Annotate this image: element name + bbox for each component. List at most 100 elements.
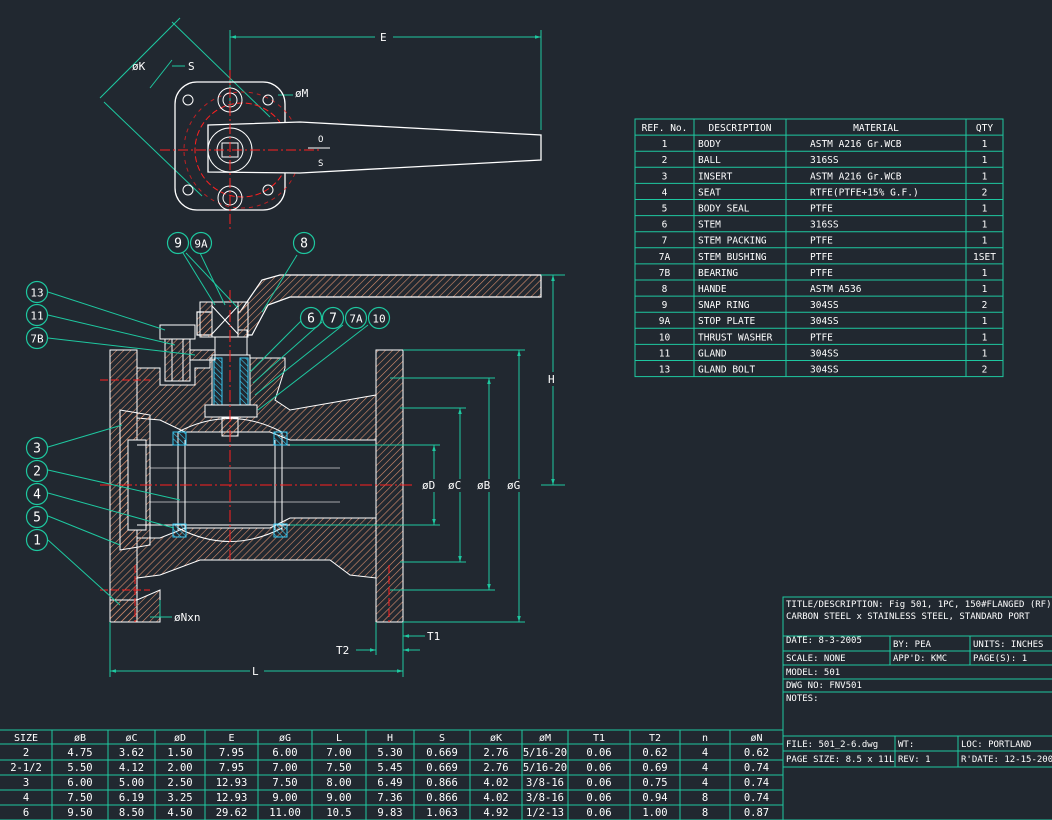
- parts-cell: 11: [659, 348, 671, 359]
- balloon-label: 7A: [349, 313, 363, 326]
- dim-cell: 1/2-13: [526, 807, 564, 819]
- balloon-label: 10: [372, 313, 385, 326]
- title-loc: LOC: PORTLAND: [961, 740, 1031, 750]
- dim-header-cell: E: [228, 733, 234, 744]
- parts-cell: GLAND: [698, 348, 727, 359]
- dim-cell: 0.669: [426, 762, 458, 774]
- parts-cell: ASTM A536: [810, 284, 862, 295]
- dim-header-cell: n: [702, 733, 708, 744]
- dim-cell: 2.50: [167, 777, 192, 789]
- dim-header-cell: øB: [74, 733, 86, 744]
- balloon-1: 1: [25, 528, 49, 552]
- dim-cell: 0.06: [586, 747, 611, 759]
- dim-cell: 3/8-16: [526, 777, 564, 789]
- balloon-label: 7B: [30, 333, 44, 346]
- title-appd: APP'D: KMC: [893, 654, 947, 664]
- dim-cell: 0.74: [744, 792, 769, 804]
- dim-cell: 3.62: [119, 747, 144, 759]
- dim-cell: 3.25: [167, 792, 192, 804]
- parts-cell: 304SS: [810, 300, 839, 311]
- balloon-label: 6: [307, 312, 315, 327]
- dim-label-g: øG: [507, 479, 520, 492]
- balloon-label: 9A: [194, 238, 208, 251]
- balloon-label: 3: [33, 442, 41, 457]
- parts-cell: ASTM A216 Gr.WCB: [810, 139, 902, 150]
- parts-cell: 304SS: [810, 316, 839, 327]
- balloon-label: 4: [33, 488, 41, 503]
- dim-cell: 10.5: [326, 807, 351, 819]
- balloon-label: 9: [174, 237, 182, 252]
- dim-header-cell: øK: [490, 733, 502, 744]
- dim-header-cell: øG: [279, 733, 291, 744]
- dim-cell: 5.30: [377, 747, 402, 759]
- dim-label-t1: T1: [427, 630, 440, 643]
- dim-cell: 6: [23, 807, 29, 819]
- leader-lines: [47, 252, 369, 606]
- dim-cell: 5.45: [377, 762, 402, 774]
- dim-cell: 6.00: [67, 777, 92, 789]
- dim-label-m: øM: [295, 87, 309, 100]
- dim-cell: 7.36: [377, 792, 402, 804]
- parts-cell: 10: [659, 332, 671, 343]
- dim-label-t2: T2: [336, 644, 349, 657]
- parts-cell: STEM: [698, 220, 721, 231]
- dim-cell: 5.50: [67, 762, 92, 774]
- title-wt: WT:: [898, 740, 914, 750]
- dim-cell: 2-1/2: [10, 762, 42, 774]
- balloon-4: 4: [25, 482, 49, 506]
- parts-cell: 1: [982, 139, 988, 150]
- dim-header-cell: øN: [750, 733, 762, 744]
- parts-cell: BODY SEAL: [698, 204, 750, 215]
- balloon-7: 7: [321, 306, 345, 330]
- parts-cell: 316SS: [810, 155, 839, 166]
- balloon-10: 10: [367, 306, 391, 330]
- parts-cell: 9A: [659, 316, 671, 327]
- balloon-label: 11: [30, 310, 43, 323]
- dim-cell: 0.75: [642, 777, 667, 789]
- dim-label-k: øK: [132, 60, 146, 73]
- dim-label-l: L: [252, 665, 259, 678]
- dim-label-n: øNxn: [174, 611, 201, 624]
- parts-cell: 1: [982, 268, 988, 279]
- parts-cell: SNAP RING: [698, 300, 750, 311]
- parts-cell: 8: [662, 284, 668, 295]
- dim-cell: 4.75: [67, 747, 92, 759]
- handle-mark-o: O: [318, 135, 323, 145]
- dim-cell: 5.00: [119, 777, 144, 789]
- dim-cell: 3: [23, 777, 29, 789]
- section-dimensions: [109, 274, 565, 677]
- parts-header-cell: DESCRIPTION: [709, 123, 772, 134]
- dim-cell: 12.93: [216, 777, 248, 789]
- title-line-1: TITLE/DESCRIPTION: Fig 501, 1PC, 150#FLA…: [786, 600, 1052, 610]
- parts-cell: 1: [982, 332, 988, 343]
- title-line-2: CARBON STEEL x STAINLESS STEEL, STANDARD…: [786, 612, 1030, 622]
- dim-cell: 1.063: [426, 807, 458, 819]
- title-pages: PAGE(S): 1: [973, 654, 1027, 664]
- dim-cell: 0.94: [642, 792, 667, 804]
- dim-header-cell: øC: [125, 733, 137, 744]
- parts-cell: 3: [662, 171, 668, 182]
- dim-cell: 9.00: [272, 792, 297, 804]
- dim-cell: 0.866: [426, 777, 458, 789]
- dim-cell: 9.00: [326, 792, 351, 804]
- section-dimension-labels: H øD øC øB øG L T1 T2 øNxn: [174, 372, 560, 678]
- title-date: DATE: 8-3-2005: [786, 636, 862, 646]
- dim-cell: 1.00: [642, 807, 667, 819]
- dim-cell: 8.50: [119, 807, 144, 819]
- dim-cell: 0.69: [642, 762, 667, 774]
- parts-cell: PTFE: [810, 204, 833, 215]
- dim-label-c: øC: [448, 479, 461, 492]
- balloon-9a: 9A: [189, 231, 213, 255]
- parts-cell: 1: [982, 155, 988, 166]
- parts-cell: STOP PLATE: [698, 316, 755, 327]
- parts-cell: STEM PACKING: [698, 236, 767, 247]
- parts-cell: STEM BUSHING: [698, 252, 767, 263]
- parts-cell: 13: [659, 365, 670, 376]
- dim-cell: 0.669: [426, 747, 458, 759]
- balloon-label: 7: [329, 312, 337, 327]
- balloon-7a: 7A: [344, 306, 368, 330]
- dim-header-cell: S: [439, 733, 445, 744]
- parts-cell: PTFE: [810, 268, 833, 279]
- title-file: FILE: 501_2-6.dwg: [786, 740, 878, 750]
